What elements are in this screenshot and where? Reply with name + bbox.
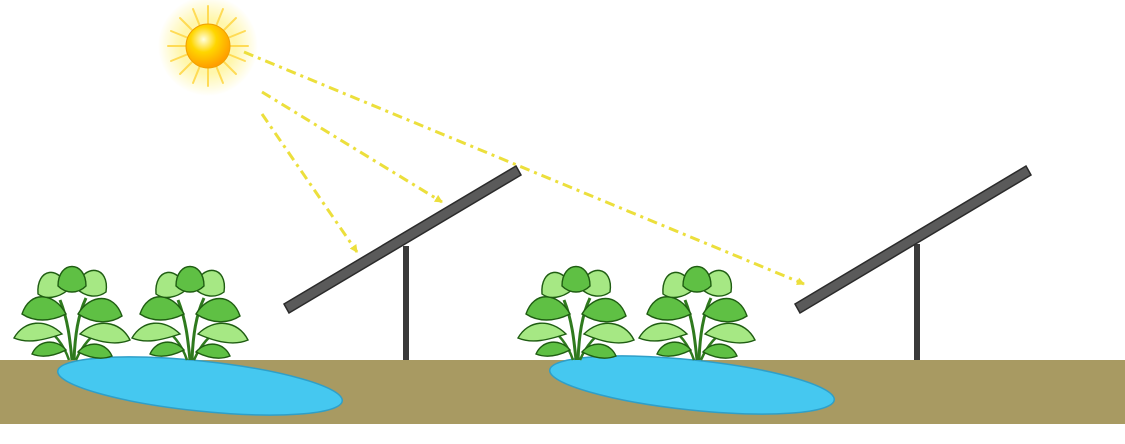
water-pond: [549, 355, 835, 415]
leafy-plant-icon: [12, 265, 132, 362]
panel-post: [403, 246, 409, 360]
solar-panel-unit: [282, 164, 523, 360]
solar-panel: [793, 164, 1033, 315]
leafy-plant-icon: [516, 265, 636, 362]
sun-beam: [243, 50, 805, 286]
sun-icon: [158, 0, 258, 96]
panel-post: [914, 244, 920, 360]
solar-panel-unit: [793, 164, 1033, 360]
sun-beams: [243, 50, 805, 286]
water-pond: [57, 356, 343, 416]
leafy-plant-icon: [637, 265, 757, 362]
solar-panel: [282, 164, 523, 315]
sun-beam: [261, 90, 443, 204]
sun-beam: [260, 113, 359, 253]
leafy-plant-icon: [130, 265, 250, 362]
